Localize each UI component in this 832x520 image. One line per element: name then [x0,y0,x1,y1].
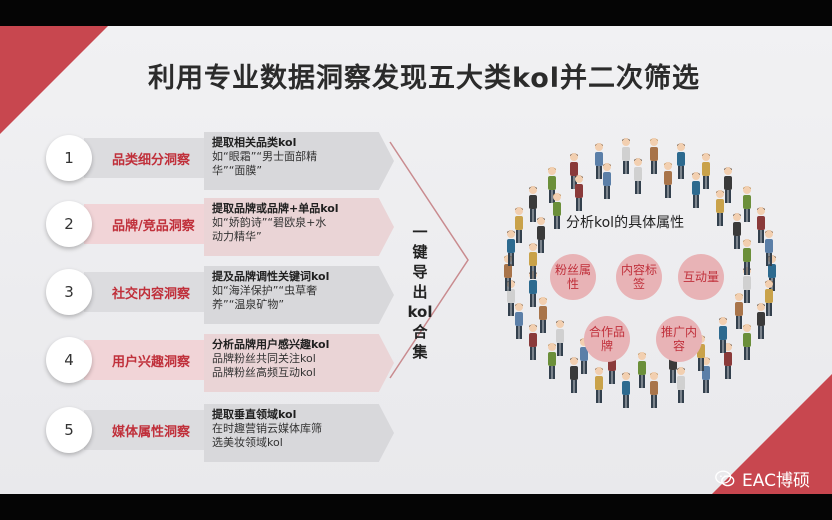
description-line: 动力精华” [212,230,262,243]
description-line: 养”“温泉矿物” [212,298,285,311]
person-figure [741,323,753,363]
person-figure [662,161,674,201]
export-label-char: 合 [412,323,428,341]
category-description: 提取垂直领域kol 在时趣营销云媒体库筛 选美妆领域kol [204,404,394,462]
person-figure [763,279,775,319]
person-figure [632,157,644,197]
description-title: 提取垂直领域kol [212,408,297,421]
description-line: 华”“面膜” [212,164,263,177]
category-description: 提取相关品类kol 如“眼霜”“男士面部精 华”“面膜” [204,132,394,190]
person-figure [636,351,648,391]
description-line: 品牌粉丝高频互动kol [212,366,316,379]
person-figure [700,356,712,396]
person-figure [714,189,726,229]
category-description: 提及品牌调性关键词kol 如“海洋保护”“虫草奢 养”“温泉矿物” [204,266,394,324]
step-number: 5 [46,407,92,453]
person-figure [675,366,687,406]
person-figure [513,302,525,342]
slide: 利用专业数据洞察发现五大类kol并二次筛选 品类细分洞察 提取相关品类kol 如… [0,26,832,494]
category-description: 分析品牌用户感兴趣kol 品牌粉丝共同关注kol 品牌粉丝高频互动kol [204,334,394,392]
person-figure [763,229,775,269]
person-figure [554,319,566,359]
description-line: 如“娇韵诗”“碧欧泉+水 [212,216,327,229]
person-figure [573,174,585,214]
person-figure [620,137,632,177]
description-line: 品牌粉丝共同关注kol [212,352,316,365]
person-figure [593,366,605,406]
person-figure [690,171,702,211]
list-item: 品牌/竞品洞察 提取品牌或品牌+单品kol 如“娇韵诗”“碧欧泉+水 动力精华”… [46,198,394,256]
description-line: 在时趣营销云媒体库筛 [212,422,322,435]
category-description: 提取品牌或品牌+单品kol 如“娇韵诗”“碧欧泉+水 动力精华” [204,198,394,256]
person-figure [648,137,660,177]
person-figure [741,238,753,278]
description-title: 提取相关品类kol [212,136,297,149]
description-line: 如“眼霜”“男士面部精 [212,150,318,163]
attribute-bubble: 内容标签 [616,254,662,300]
person-figure [535,216,547,256]
person-figure [546,342,558,382]
person-figure [527,242,539,282]
description-line: 选美妆领域kol [212,436,283,449]
export-label-char: 导 [412,263,428,281]
person-figure [527,185,539,225]
corner-decoration-top-left [0,26,108,134]
person-figure [722,166,734,206]
person-figure [527,323,539,363]
step-number: 4 [46,337,92,383]
person-figure [755,206,767,246]
step-number: 1 [46,135,92,181]
person-figure [648,371,660,411]
person-figure [546,166,558,206]
person-figure [593,142,605,182]
person-figure [620,371,632,411]
attribute-bubble: 推广内容 [656,316,702,362]
corner-decoration-bottom-right [712,374,832,494]
person-figure [675,142,687,182]
person-figure [568,152,580,192]
export-label-char: kol [407,303,433,321]
description-title: 分析品牌用户感兴趣kol [212,338,330,351]
step-number: 2 [46,201,92,247]
ring-center-title: 分析kol的具体属性 [566,215,685,231]
person-figure [537,296,549,336]
person-figure [601,162,613,202]
person-figure [717,316,729,356]
chevron-right-icon [389,141,469,379]
watermark: EAC博硕 [714,466,810,491]
person-figure [733,292,745,332]
person-figure [513,206,525,246]
watermark-text: EAC博硕 [742,471,810,491]
letterbox-bottom [0,494,832,520]
description-title: 提及品牌调性关键词kol [212,270,330,283]
person-figure [755,302,767,342]
person-figure [568,356,580,396]
letterbox-top [0,0,832,26]
list-item: 社交内容洞察 提及品牌调性关键词kol 如“海洋保护”“虫草奢 养”“温泉矿物”… [46,266,394,324]
attribute-bubble: 粉丝属性 [550,254,596,300]
description-line: 如“海洋保护”“虫草奢 [212,284,318,297]
person-figure [700,152,712,192]
person-figure [741,185,753,225]
export-label-char: 集 [412,343,428,361]
attribute-bubble: 互动量 [678,254,724,300]
export-label-char: 键 [412,243,428,261]
description-title: 提取品牌或品牌+单品kol [212,202,339,215]
person-figure [731,212,743,252]
export-label-char: 一 [412,223,428,241]
slide-title: 利用专业数据洞察发现五大类kol并二次筛选 [148,63,701,94]
wechat-icon [715,470,735,486]
person-figure [505,229,517,269]
person-figure [551,192,563,232]
export-label-char: 出 [412,283,428,301]
list-item: 媒体属性洞察 提取垂直领域kol 在时趣营销云媒体库筛 选美妆领域kol 5 [46,404,394,462]
list-item: 品类细分洞察 提取相关品类kol 如“眼霜”“男士面部精 华”“面膜” 1 [46,132,394,190]
export-label: 一 键 导 出 kol 合 集 [406,222,434,362]
attribute-bubble: 合作品牌 [584,316,630,362]
step-number: 3 [46,269,92,315]
list-item: 用户兴趣洞察 分析品牌用户感兴趣kol 品牌粉丝共同关注kol 品牌粉丝高频互动… [46,334,394,392]
